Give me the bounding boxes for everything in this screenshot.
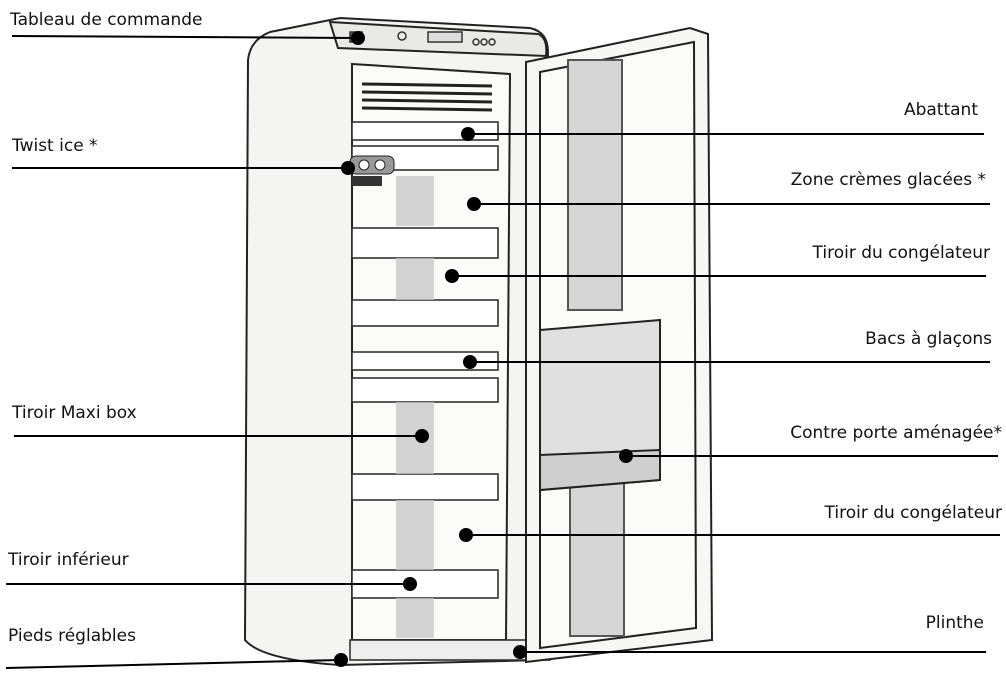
freezer-door [525,26,714,664]
label-tiroir-du-congelateur-2: Tiroir du congélateur [824,503,1003,523]
label-twist-ice: Twist ice * [12,136,98,156]
label-tiroir-inferieur: Tiroir inférieur [8,550,129,570]
label-tiroir-du-congelateur-1: Tiroir du congélateur [812,243,991,263]
label-tiroir-maxi-box: Tiroir Maxi box [12,403,137,423]
callout-lines [5,35,1000,669]
vent-grille [361,82,493,112]
label-zone-cremes-glacees: Zone crèmes glacées * [790,170,986,190]
label-plinthe: Plinthe [925,613,984,633]
label-abattant: Abattant [903,100,978,120]
label-pieds-reglables: Pieds réglables [8,626,136,646]
label-contre-porte-amenagee: Contre porte aménagée* [790,423,1002,443]
internal-shading [396,176,434,638]
twist-ice-unit [349,155,395,186]
callout-dots [334,31,633,667]
label-tableau-de-commande: Tableau de commande [10,10,203,30]
label-bacs-a-glacons: Bacs à glaçons [865,329,992,349]
